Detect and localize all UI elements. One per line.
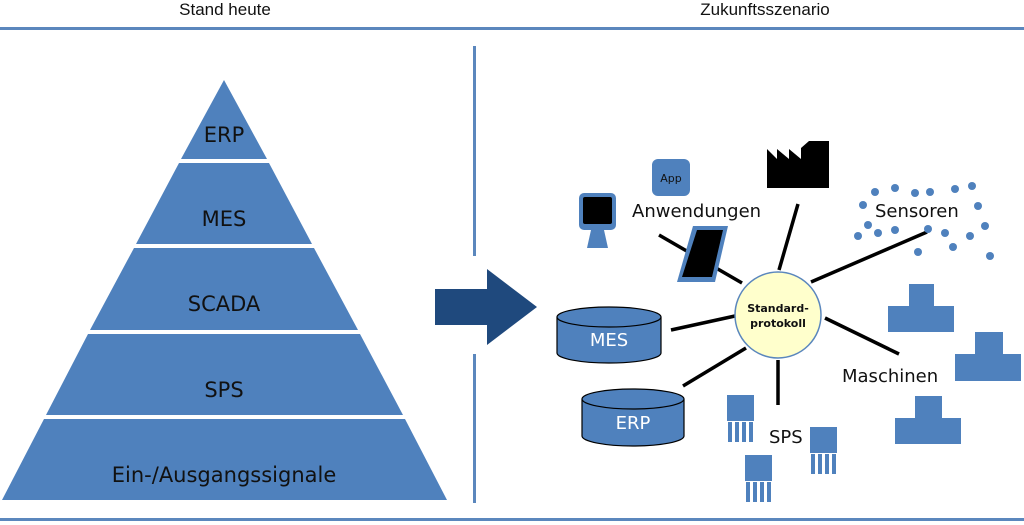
- automation-pyramid: ERP MES SCADA SPS Ein-/Ausgangssignale: [2, 80, 447, 500]
- connection-lines: [658, 203, 928, 405]
- line-sensoren: [810, 230, 928, 284]
- pyramid-level-mes: [136, 163, 312, 244]
- sensor-dots: [854, 182, 994, 260]
- sensor-dot-icon: [871, 188, 879, 196]
- desktop-monitor-icon: [579, 193, 616, 248]
- hub-label-line1: Standard-: [747, 302, 809, 315]
- line-mes: [670, 314, 736, 332]
- sensor-dot-icon: [986, 252, 994, 260]
- machine-icon: [955, 332, 1021, 381]
- machine-icon: [888, 284, 954, 332]
- top-rule: [0, 27, 1024, 30]
- plc-controller-icon: [810, 427, 837, 474]
- right-arrow-icon: [435, 269, 537, 345]
- applications-group: App Anwendungen: [579, 159, 761, 282]
- maschinen-label: Maschinen: [842, 366, 938, 387]
- plc-controller-icon: [727, 395, 754, 442]
- sensor-dot-icon: [854, 232, 862, 240]
- app-icon: [652, 159, 690, 196]
- line-erp: [682, 346, 747, 388]
- pyramid-label-erp: ERP: [204, 123, 245, 147]
- sps-group: [727, 395, 837, 502]
- standard-protocol-hub: [734, 271, 822, 359]
- sensor-dot-icon: [966, 232, 974, 240]
- sensor-dot-icon: [891, 226, 899, 234]
- pyramid-label-mes: MES: [202, 207, 247, 231]
- anwendungen-label: Anwendungen: [632, 201, 761, 222]
- mes-db-label: MES: [590, 330, 628, 351]
- tablet-icon: [677, 226, 728, 282]
- sensor-dot-icon: [951, 185, 959, 193]
- erp-db-label: ERP: [616, 413, 651, 434]
- pyramid-level-erp: [181, 80, 267, 159]
- sps-label: SPS: [769, 427, 803, 448]
- divider-lower: [473, 354, 476, 503]
- plc-controller-icon: [745, 455, 772, 502]
- sensor-dot-icon: [926, 188, 934, 196]
- heading-current-state: Stand heute: [179, 0, 271, 19]
- pyramid-level-io: [2, 419, 447, 500]
- line-maschinen: [824, 316, 900, 356]
- sensor-dot-icon: [968, 182, 976, 190]
- heading-future-scenario: Zukunftsszenario: [700, 0, 830, 19]
- bottom-rule: [0, 518, 1024, 521]
- mes-database-icon: MES: [556, 306, 662, 364]
- hub-label-line2: protokoll: [750, 317, 806, 330]
- machine-icon: [895, 396, 961, 444]
- pyramid-level-sps: [46, 334, 403, 415]
- sensor-dot-icon: [874, 229, 882, 237]
- sensor-dot-icon: [911, 189, 919, 197]
- sensor-dot-icon: [864, 221, 872, 229]
- machines-group: Maschinen: [842, 284, 1021, 444]
- sensor-dot-icon: [941, 229, 949, 237]
- pyramid-label-scada: SCADA: [188, 292, 261, 316]
- sensor-dot-icon: [914, 248, 922, 256]
- sensor-dot-icon: [974, 202, 982, 210]
- factory-icon: [767, 141, 829, 188]
- sensor-dot-icon: [981, 222, 989, 230]
- line-factory: [777, 203, 800, 271]
- sensor-dot-icon: [924, 225, 932, 233]
- pyramid-label-io: Ein-/Ausgangssignale: [112, 463, 337, 487]
- pyramid-label-sps: SPS: [204, 378, 243, 402]
- sensor-dot-icon: [949, 243, 957, 251]
- sensor-dot-icon: [891, 184, 899, 192]
- erp-database-icon: ERP: [581, 388, 685, 447]
- app-icon-label: App: [660, 172, 682, 185]
- sensor-dot-icon: [859, 201, 867, 209]
- pyramid-level-scada: [90, 248, 358, 330]
- sensoren-label: Sensoren: [875, 201, 959, 222]
- divider-upper: [473, 46, 476, 256]
